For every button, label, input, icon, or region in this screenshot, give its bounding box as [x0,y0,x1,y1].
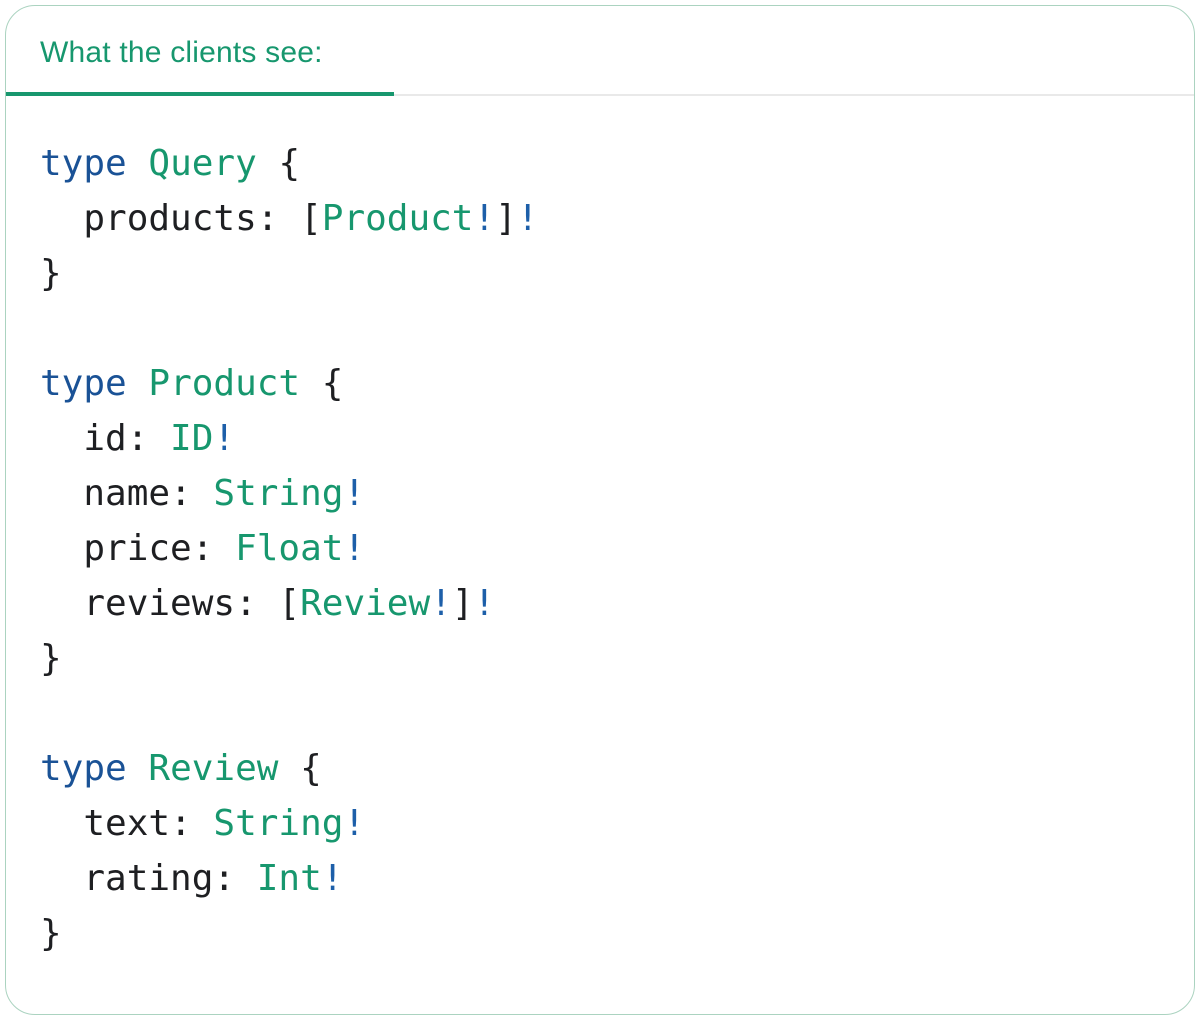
code-token: } [40,913,62,954]
code-line: } [40,906,1194,961]
code-token: ! [473,583,496,624]
code-token: } [40,253,62,294]
code-token: ! [343,473,366,514]
code-token: Float [235,528,344,569]
code-token: text: [40,803,214,844]
code-token: { [300,363,344,404]
code-line: type Product { [40,356,1194,411]
code-token: type [40,748,127,789]
code-token [127,363,149,404]
code-line: text: String! [40,796,1194,851]
code-token: String [213,473,344,514]
code-token: ! [516,198,539,239]
code-line: name: String! [40,466,1194,521]
active-tab-indicator [6,92,394,96]
code-line: reviews: [Review!]! [40,576,1194,631]
code-line: id: ID! [40,411,1194,466]
code-block: type Query { products: [Product!]!}type … [6,96,1194,961]
code-line: rating: Int! [40,851,1194,906]
tab-what-clients-see[interactable]: What the clients see: [6,6,394,96]
schema-code-panel: What the clients see: type Query { produ… [5,5,1195,1015]
code-token [127,748,149,789]
code-token: ! [473,198,496,239]
code-token: String [213,803,344,844]
code-token: name: [40,473,214,514]
code-token: Int [256,858,322,899]
code-token: type [40,363,127,404]
code-token: Review [300,583,431,624]
code-token [127,143,149,184]
code-token: Query [148,143,257,184]
code-line: } [40,246,1194,301]
code-line: products: [Product!]! [40,191,1194,246]
code-token: ! [213,418,236,459]
code-line: } [40,631,1194,686]
code-token: { [256,143,301,184]
code-token: Product [321,198,474,239]
code-token: ! [430,583,452,624]
code-line: price: Float! [40,521,1194,576]
code-token: ! [321,858,344,899]
tab-bar: What the clients see: [6,6,1194,96]
code-token: Product [148,363,301,404]
code-line: type Review { [40,741,1194,796]
code-token: ! [343,803,366,844]
code-token: type [40,143,127,184]
code-token: ] [495,198,517,239]
code-token: } [40,638,62,679]
code-token: ID [170,418,214,459]
tab-label: What the clients see: [40,36,323,69]
code-token: reviews: [ [40,583,301,624]
code-token: ] [451,583,474,624]
code-token: products: [ [40,198,322,239]
code-line [40,686,1194,741]
code-line: type Query { [40,136,1194,191]
code-token: rating: [40,858,257,899]
code-token: id: [40,418,171,459]
code-token: Review [148,748,279,789]
code-line [40,301,1194,356]
code-token: { [278,748,322,789]
code-token: price: [40,528,236,569]
code-token: ! [343,528,366,569]
